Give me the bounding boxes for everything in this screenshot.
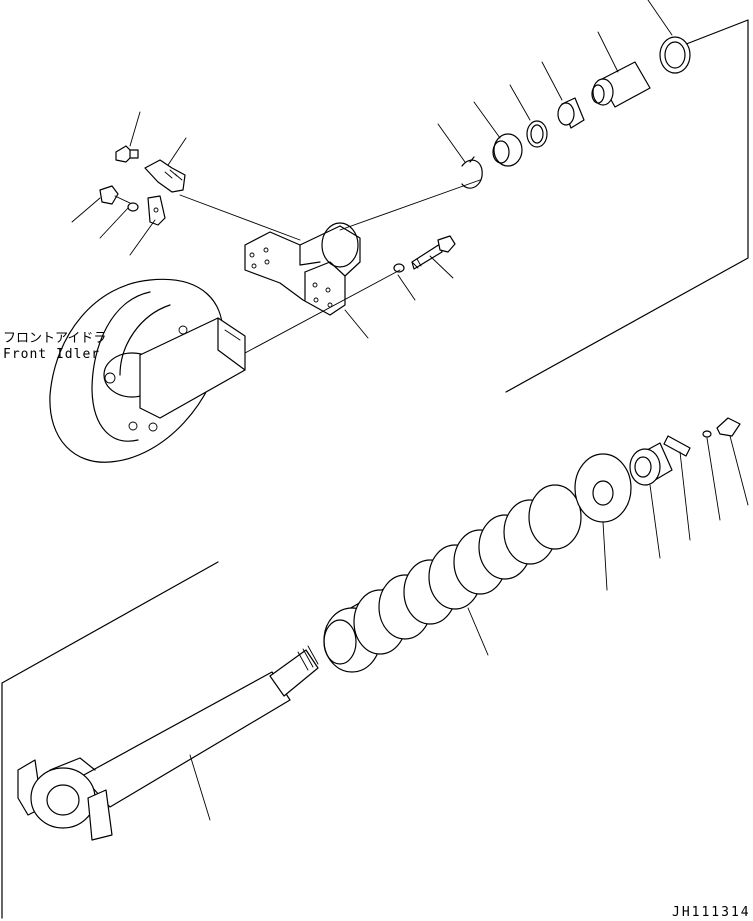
cylinder-rod: [17, 645, 319, 841]
drawing-code: JH111314: [672, 905, 751, 920]
front-idler-label-jp: フロントアイドラ: [3, 331, 106, 346]
seal-rings: [461, 36, 691, 189]
long-bolt: [393, 235, 456, 273]
grease-fittings: [99, 145, 186, 226]
leader-lines: [71, 0, 749, 821]
boundary-lines: [1, 19, 749, 919]
recoil-spring: [323, 484, 582, 673]
front-idler-label-en: Front Idler: [3, 347, 100, 362]
spring-seat-assembly: [574, 417, 741, 523]
yoke-bracket: [244, 222, 361, 316]
front-idler-wheel: [49, 278, 246, 463]
